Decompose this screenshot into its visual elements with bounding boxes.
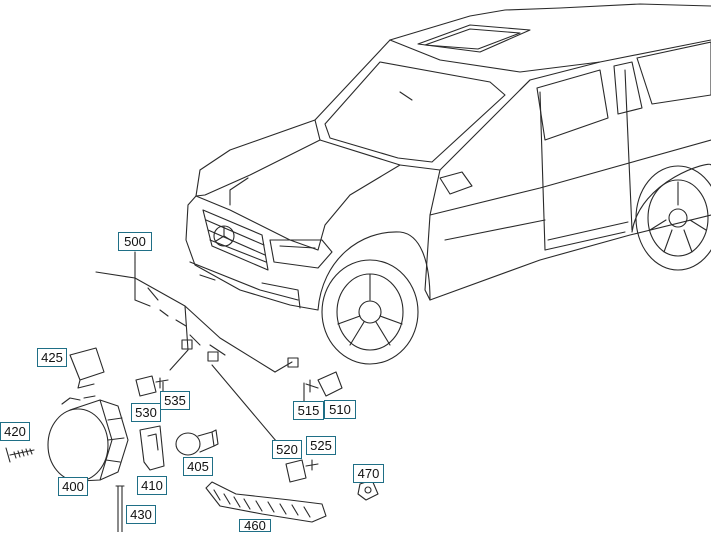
part-label-405[interactable]: 405 bbox=[183, 457, 213, 476]
bracket-425 bbox=[69, 347, 105, 389]
wiring-harness bbox=[95, 261, 299, 373]
part-label-525[interactable]: 525 bbox=[306, 436, 336, 455]
part-label-510[interactable]: 510 bbox=[324, 400, 356, 419]
nut-470 bbox=[357, 479, 379, 501]
part-label-460[interactable]: 460 bbox=[239, 519, 271, 532]
bulb-socket-530-535 bbox=[135, 375, 169, 397]
part-label-520[interactable]: 520 bbox=[272, 440, 302, 459]
part-label-430[interactable]: 430 bbox=[126, 505, 156, 524]
part-label-410[interactable]: 410 bbox=[137, 476, 167, 495]
bulb-405 bbox=[175, 429, 219, 456]
part-label-420[interactable]: 420 bbox=[0, 422, 30, 441]
connector-520-525 bbox=[285, 459, 319, 483]
light-strip-460 bbox=[205, 481, 327, 523]
fog-lamp-400 bbox=[47, 395, 129, 482]
socket-510-515 bbox=[305, 371, 343, 397]
part-label-425[interactable]: 425 bbox=[37, 348, 67, 367]
rod-430 bbox=[115, 485, 125, 532]
part-label-500[interactable]: 500 bbox=[118, 232, 152, 251]
clip-410 bbox=[139, 425, 165, 471]
part-label-400[interactable]: 400 bbox=[58, 477, 88, 496]
vehicle-body bbox=[185, 3, 711, 365]
part-label-515[interactable]: 515 bbox=[293, 401, 324, 420]
part-label-535[interactable]: 535 bbox=[160, 391, 190, 410]
screw-420 bbox=[5, 447, 35, 463]
part-label-470[interactable]: 470 bbox=[353, 464, 384, 483]
part-label-530[interactable]: 530 bbox=[131, 403, 161, 422]
